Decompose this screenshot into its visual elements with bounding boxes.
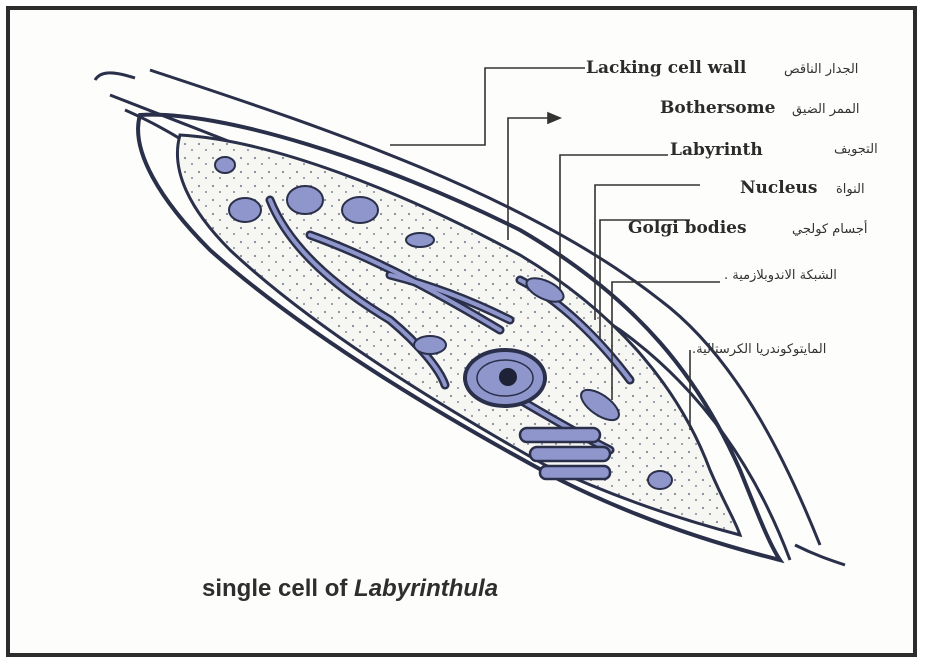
figure-caption: single cell of Labyrinthula [202,575,498,603]
label-golgi-bodies: Golgi bodies [628,218,747,238]
label-lacking-cell-wall-ar: الجدار الناقص [784,62,858,77]
label-mitochondria-ar: المايتوكوندريا الكرستالية. [692,342,826,357]
label-golgi-bodies-ar: أجسام كولجي [792,222,867,237]
label-nucleus: Nucleus [740,178,817,198]
label-nucleus-ar: النواة [836,182,865,197]
label-lacking-cell-wall: Lacking cell wall [586,58,746,78]
caption-prefix: single cell of [202,575,347,602]
label-bothersome: Bothersome [660,98,775,118]
label-bothersome-ar: الممر الضيق [792,102,860,117]
caption-genus: Labyrinthula [354,575,498,602]
mitochondria [520,428,610,479]
nucleus [465,350,545,406]
label-labyrinth-ar: التجويف [834,142,878,157]
label-endoplasmic-ar: الشبكة الاندوبلازمية . [724,268,837,283]
label-labyrinth: Labyrinth [670,140,763,160]
